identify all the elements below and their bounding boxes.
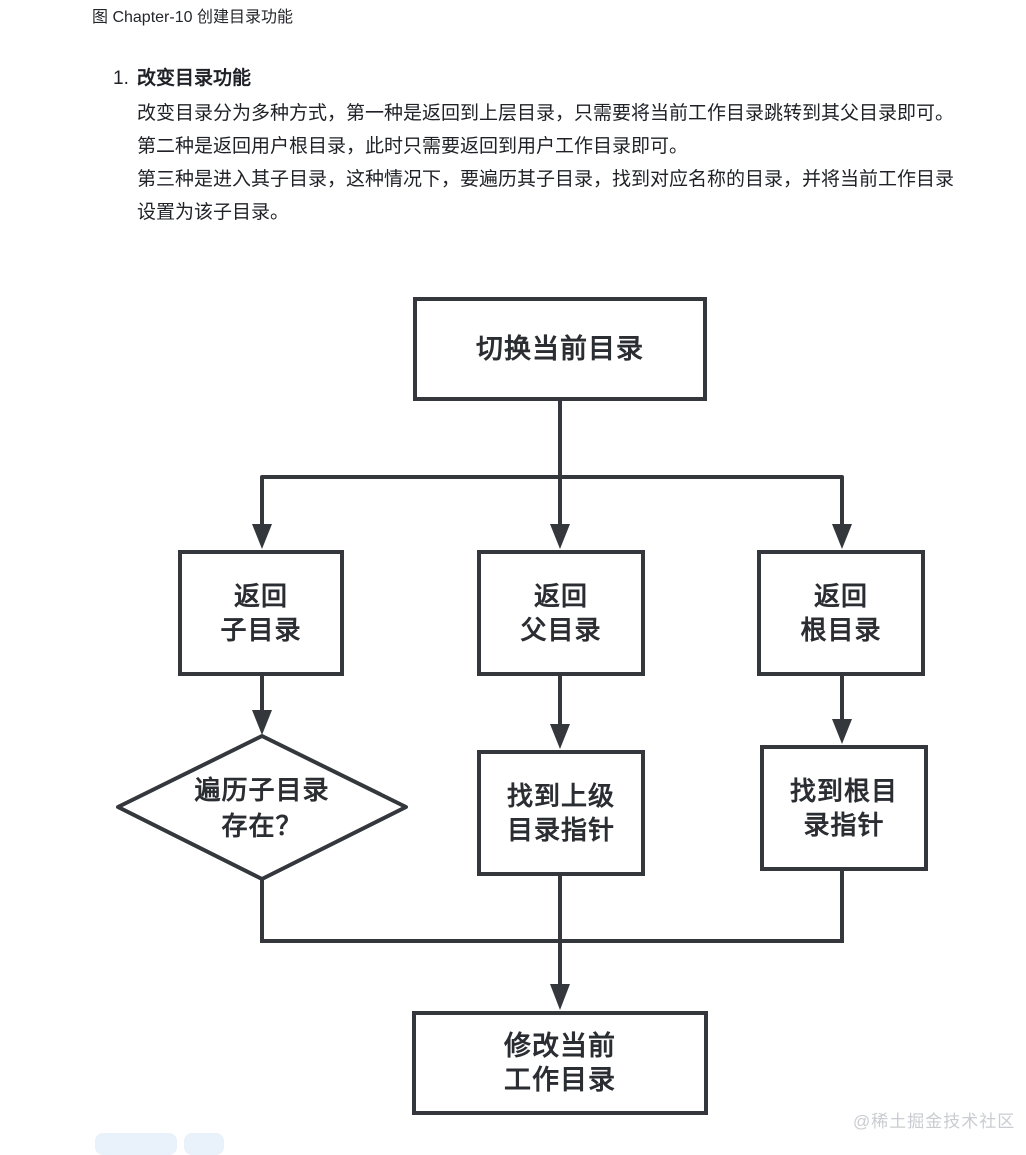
flow-node-find-root-pointer: 找到根目 录指针 [760,745,928,871]
paragraph: 第三种是进入其子目录，这种情况下，要遍历其子目录，找到对应名称的目录，并将当前工… [137,169,955,223]
list-content: 改变目录功能 改变目录分为多种方式，第一种是返回到上层目录，只需要将当前工作目录… [137,64,967,229]
watermark: @稀土掘金技术社区 [853,1112,1016,1131]
arrowhead [252,710,272,735]
paragraph: 第二种是返回用户根目录，此时只需要返回到用户工作目录即可。 [137,136,689,157]
tag-pill[interactable] [184,1133,224,1155]
flow-node-return-parent-dir: 返回 父目录 [477,550,645,676]
flow-node-decision-label: 遍历子目录 存在？ [194,775,330,841]
flow-node-find-parent-pointer: 找到上级 目录指针 [477,750,645,876]
paragraph: 改变目录分为多种方式，第一种是返回到上层目录，只需要将当前工作目录跳转到其父目录… [137,103,955,124]
figure-caption: 图 Chapter-10 创建目录功能 [92,9,293,26]
arrowhead [832,719,852,744]
flow-node-return-root-dir: 返回 根目录 [757,550,925,676]
arrowhead [550,524,570,549]
arrowhead [550,724,570,749]
tag-pill[interactable] [95,1133,177,1155]
connector-split-bar [260,475,844,528]
list-number: 1. [113,68,129,89]
arrowhead [550,984,570,1010]
section-title: 改变目录功能 [137,68,252,89]
flow-node-modify-working-dir: 修改当前 工作目录 [412,1011,708,1115]
flow-node-switch-current-dir: 切换当前目录 [413,297,707,401]
flow-node-return-subdir: 返回 子目录 [178,550,344,676]
arrowhead [832,524,852,549]
arrowhead [252,524,272,549]
